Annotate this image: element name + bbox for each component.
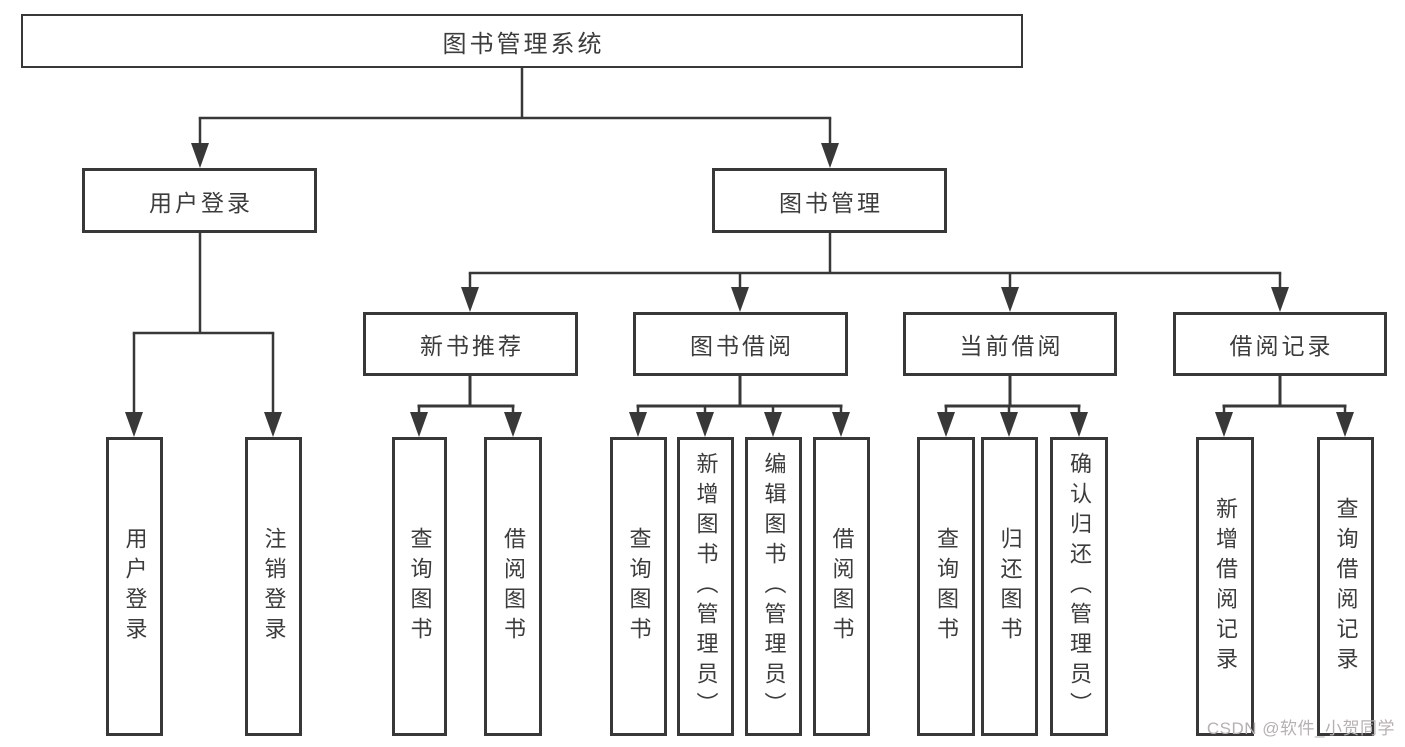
leaf-borrow-borrow-books: 借阅图书 [813, 437, 870, 736]
node-book-borrow: 图书借阅 [633, 312, 848, 376]
node-new-book-recommend: 新书推荐 [363, 312, 578, 376]
leaf-current-query-books: 查询图书 [917, 437, 975, 736]
leaf-borrow-edit-books-admin: 编辑图书（管理员） [745, 437, 802, 736]
leaf-label: 借阅图书 [501, 526, 526, 647]
leaf-label: 编辑图书（管理员） [761, 451, 787, 722]
leaf-label: 查询图书 [407, 526, 433, 647]
leaf-label: 新增图书（管理员） [693, 451, 719, 722]
node-label: 用户登录 [149, 189, 253, 216]
csdn-watermark: CSDN @软件_小贺同学 [1206, 719, 1395, 738]
node-label: 图书管理系统 [442, 30, 605, 58]
leaf-label: 查询借阅记录 [1333, 496, 1359, 677]
leaf-current-confirm-return-admin: 确认归还（管理员） [1050, 437, 1108, 736]
leaf-label: 查询图书 [626, 526, 652, 647]
leaf-newbooks-borrow-books: 借阅图书 [484, 437, 542, 736]
leaf-label: 确认归还（管理员） [1067, 451, 1092, 722]
node-book-management: 图书管理 [712, 168, 947, 233]
node-borrow-records: 借阅记录 [1173, 312, 1387, 376]
leaf-logout: 注销登录 [245, 437, 302, 736]
node-label: 图书借阅 [690, 333, 794, 359]
leaf-label: 查询图书 [934, 526, 959, 647]
leaf-current-return-books: 归还图书 [981, 437, 1038, 736]
leaf-label: 新增借阅记录 [1213, 496, 1238, 677]
leaf-borrow-query-books: 查询图书 [610, 437, 667, 736]
leaf-label: 借阅图书 [829, 526, 855, 647]
node-label: 借阅记录 [1229, 333, 1334, 359]
leaf-records-add-record: 新增借阅记录 [1196, 437, 1254, 736]
node-user-login: 用户登录 [82, 168, 317, 233]
arrowhead-group [125, 143, 1354, 437]
node-label: 当前借阅 [959, 333, 1064, 359]
leaf-records-query-record: 查询借阅记录 [1317, 437, 1374, 736]
node-system-root: 图书管理系统 [21, 14, 1023, 68]
node-label: 图书管理 [779, 189, 883, 216]
leaf-label: 归还图书 [997, 526, 1023, 647]
leaf-user-login: 用户登录 [106, 437, 163, 736]
leaf-newbooks-query-books: 查询图书 [392, 437, 447, 736]
leaf-borrow-add-books-admin: 新增图书（管理员） [677, 437, 734, 736]
leaf-label: 注销登录 [261, 526, 287, 647]
leaf-label: 用户登录 [122, 526, 148, 647]
node-label: 新书推荐 [420, 333, 524, 359]
node-current-borrow: 当前借阅 [903, 312, 1117, 376]
